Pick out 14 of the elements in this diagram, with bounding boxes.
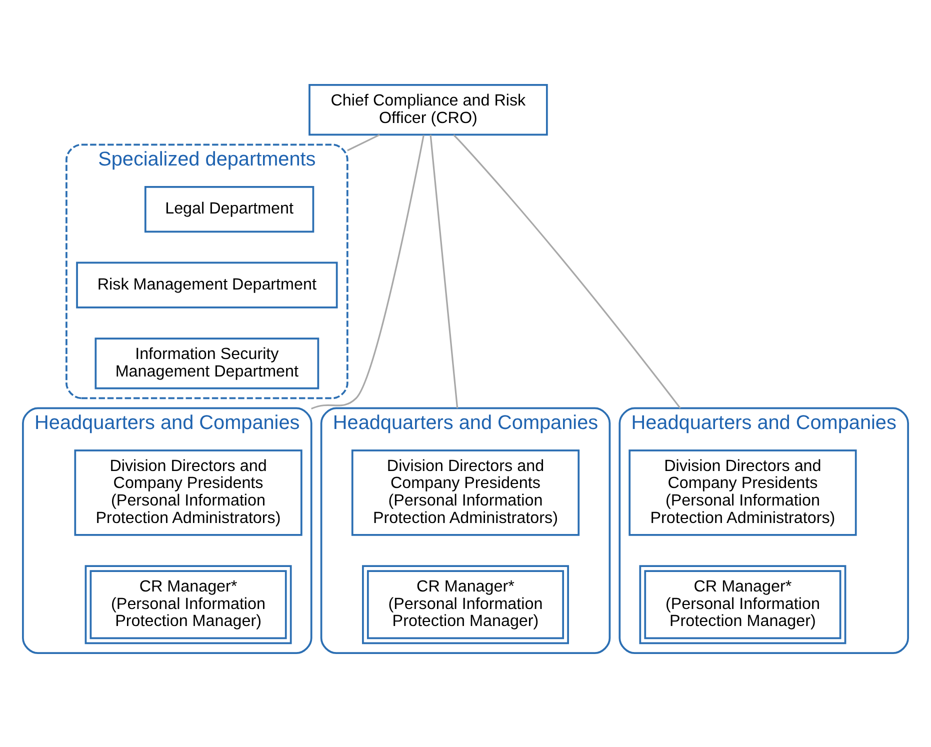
node-box: CR Manager* (Personal Information Protection Manager) — [362, 564, 569, 644]
node-box: Legal Department — [144, 185, 314, 232]
node-box: Division Directors and Company Presidents (Personal Information Protection Administrators) — [351, 449, 580, 536]
node-box: CR Manager* (Personal Information Protection Manager) — [639, 564, 846, 644]
node-box: Risk Management Department — [76, 261, 338, 308]
node-box: Chief Compliance and Risk Officer (CRO) — [308, 84, 548, 136]
connector — [347, 134, 380, 151]
connector — [311, 134, 424, 409]
connector — [430, 134, 458, 408]
node-box: Division Directors and Company Presidents (Personal Information Protection Administrators) — [74, 449, 302, 536]
node-box: CR Manager* (Personal Information Protection Manager) — [84, 564, 292, 644]
node-box: Division Directors and Company Presidents (Personal Information Protection Administrators) — [628, 449, 857, 536]
connector — [453, 134, 681, 408]
node-box: Information Security Management Department — [94, 337, 320, 389]
